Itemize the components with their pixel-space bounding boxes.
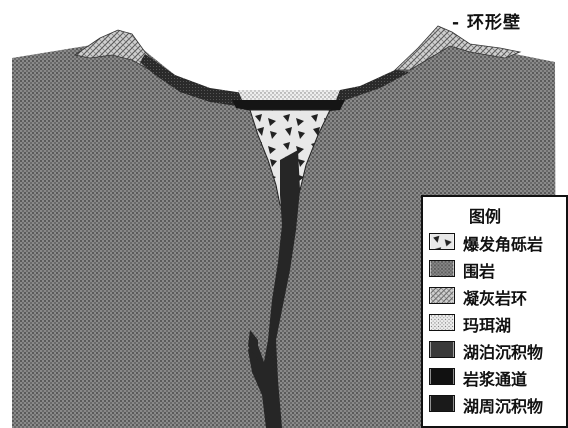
legend-label: 湖周沉积物 (463, 393, 543, 417)
country-rock-swatch (429, 260, 455, 277)
ring-wall-callout: - 环形壁 (452, 8, 521, 33)
legend: 图例 爆发角砾岩 围岩 凝灰岩环 玛珥湖 湖泊沉积物 岩浆通道 湖周沉积物 (421, 195, 568, 428)
legend-label: 爆发角砾岩 (463, 231, 543, 255)
magma-conduit-swatch (429, 368, 455, 385)
breccia-swatch (429, 233, 455, 250)
legend-title: 图例 (469, 203, 501, 227)
tuff-ring-swatch (429, 287, 455, 304)
legend-label: 凝灰岩环 (463, 285, 527, 309)
maar-lake-swatch (429, 314, 455, 331)
legend-label: 玛珥湖 (463, 312, 511, 336)
lake-sediment-swatch (429, 341, 455, 358)
ring-wall-label: 环形壁 (467, 13, 521, 33)
maar-lake (238, 90, 340, 100)
legend-label: 湖泊沉积物 (463, 339, 543, 363)
legend-label: 岩浆通道 (463, 366, 527, 390)
legend-label: 围岩 (463, 258, 495, 282)
peri-lake-sediment-swatch (429, 395, 455, 412)
